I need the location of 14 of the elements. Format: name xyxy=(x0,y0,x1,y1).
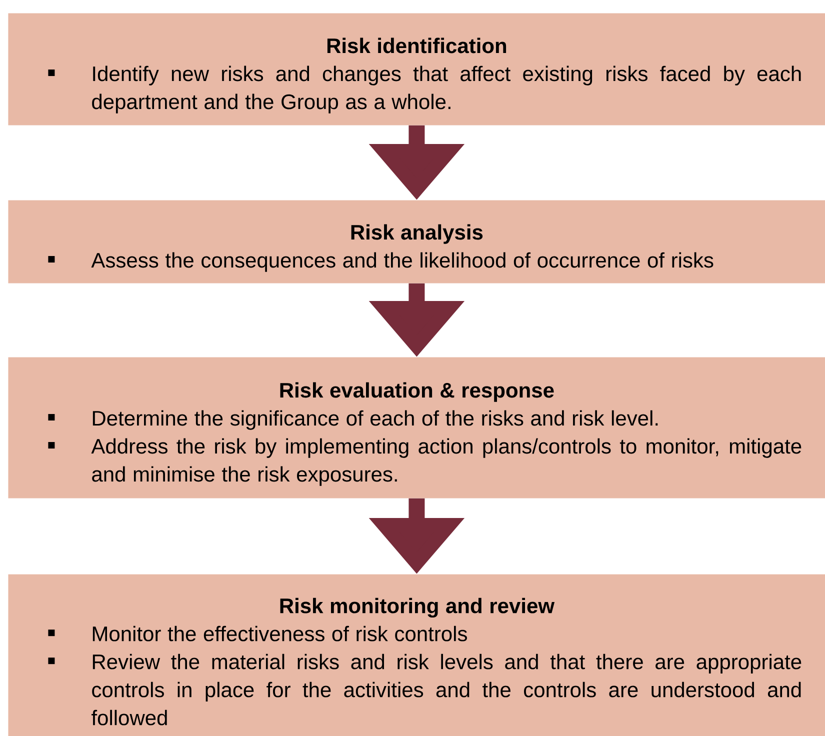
bullet-text: Identify new risks and changes that affect existing risks faced by each department and the Group as a whole. xyxy=(92,66,801,114)
process-box xyxy=(8,574,825,736)
process-box xyxy=(8,200,825,284)
heading: Risk identification xyxy=(327,38,506,54)
bullet-text: Address the risk by implementing action plans/controls to monitor, mitigate and minimise the risk exposures. xyxy=(91,438,802,486)
process-box xyxy=(8,357,825,498)
bullet-text: Determine the significance of each of the risks and risk level. xyxy=(92,410,658,430)
heading: Risk evaluation & response xyxy=(280,382,554,402)
bullet-text: Review the material risks and risk levels and that there are appropriate controls in place for the activities and the controls are understood and followed xyxy=(92,654,802,726)
heading: Risk analysis xyxy=(351,224,483,244)
process-box xyxy=(8,13,825,126)
bullet-text: Monitor the effectiveness of risk controls xyxy=(92,626,467,642)
heading: Risk monitoring and review xyxy=(280,598,555,618)
bullet-text: Assess the consequences and the likelihood of occurrence of risks xyxy=(91,252,714,272)
